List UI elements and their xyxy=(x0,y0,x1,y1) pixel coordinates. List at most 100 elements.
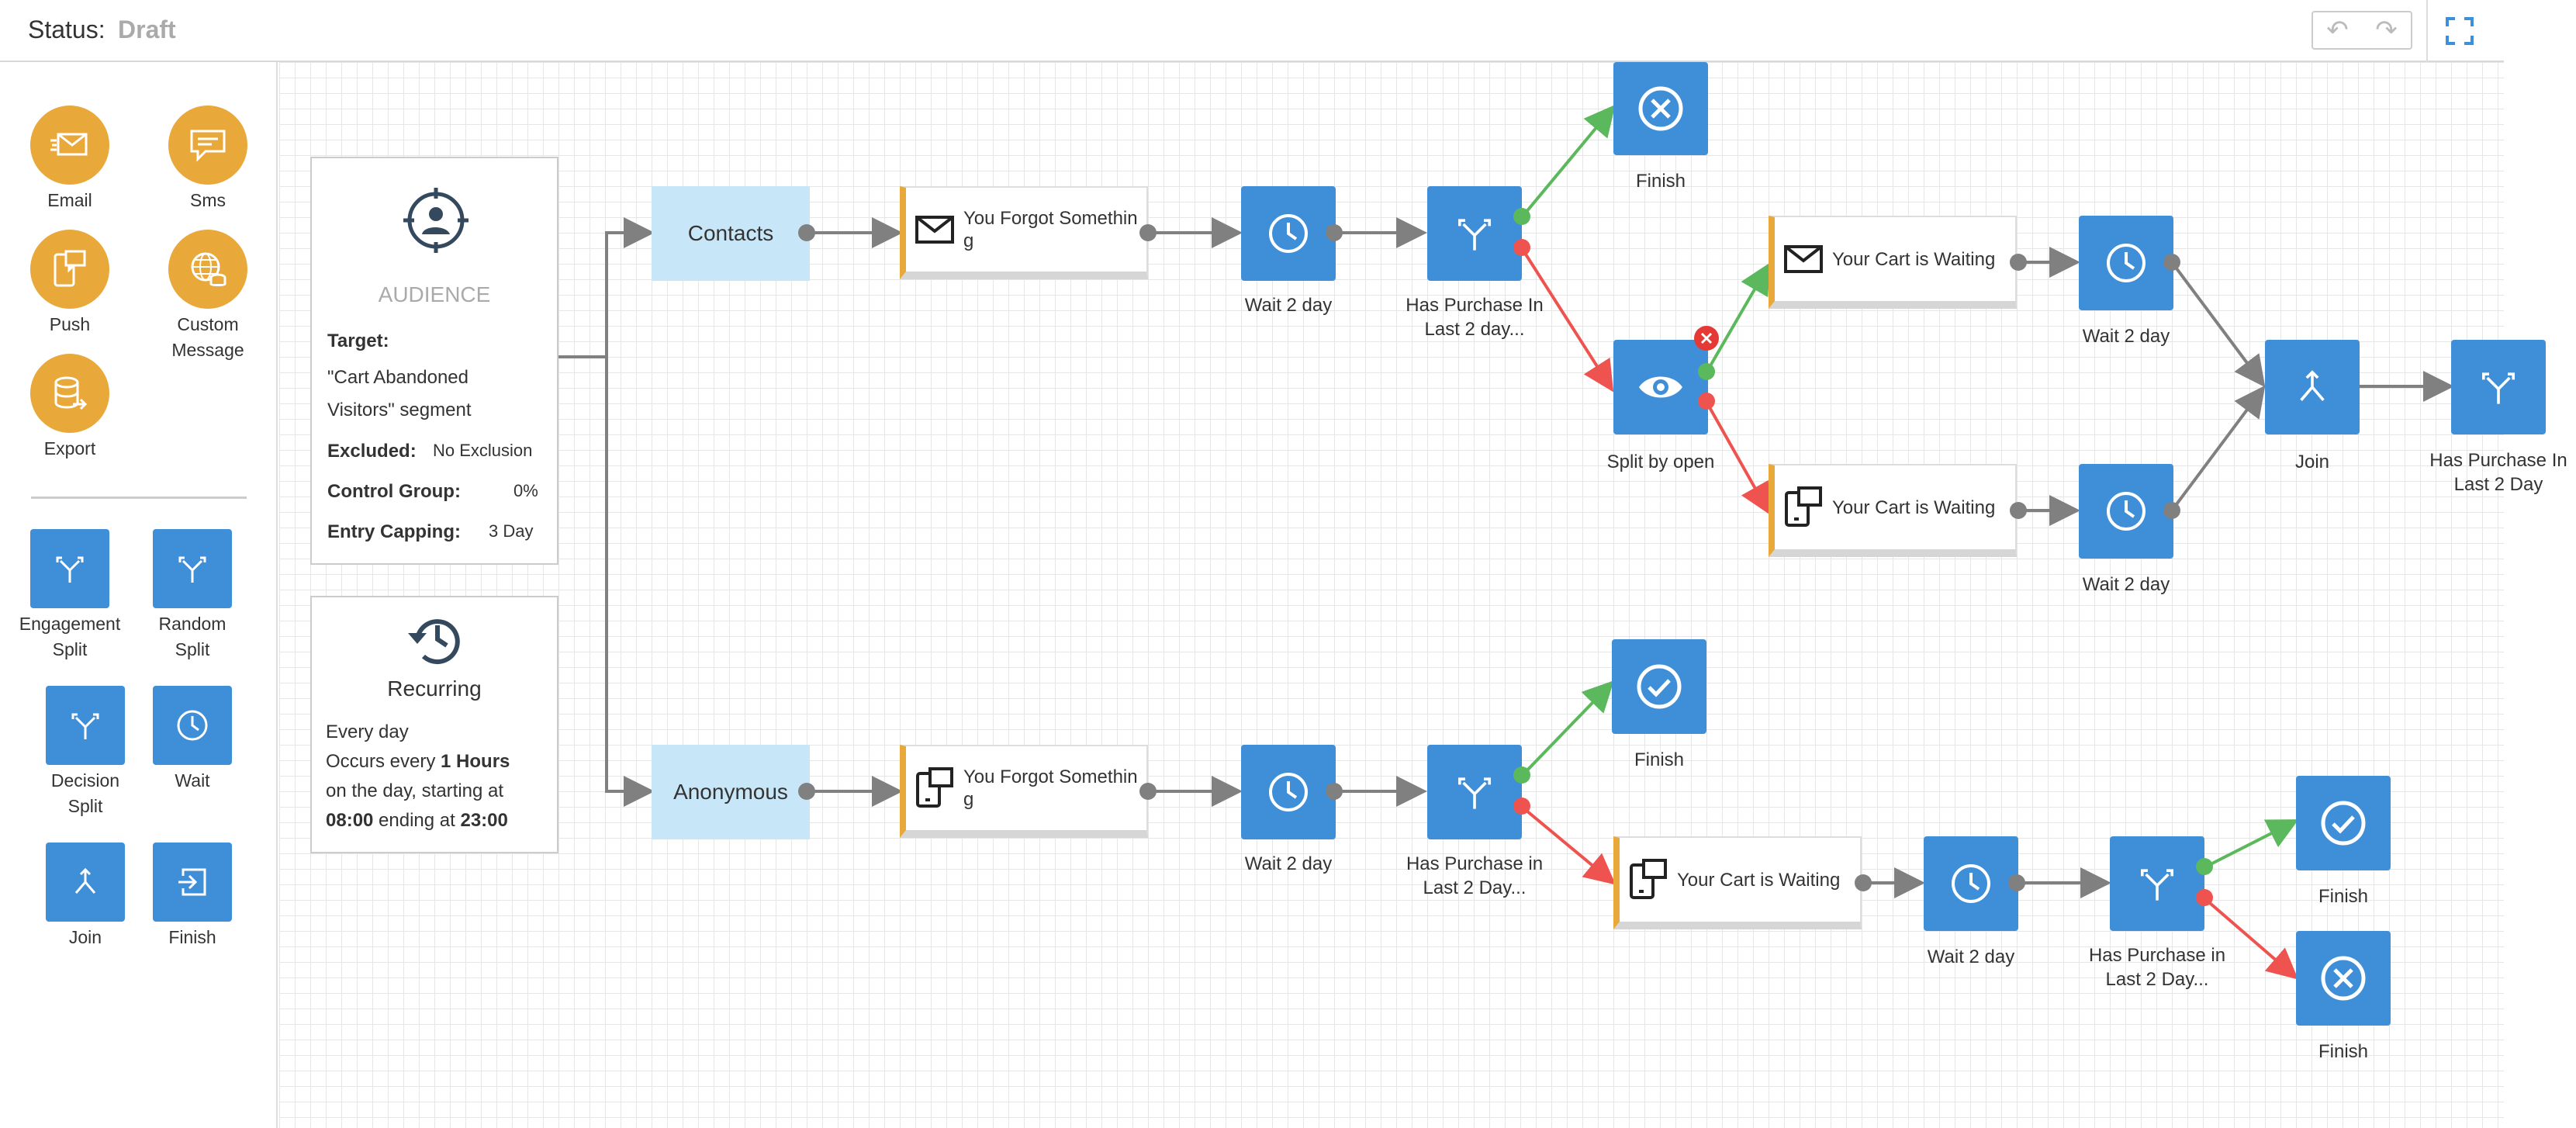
email-node-cart-waiting[interactable]: Your Cart is Waiting xyxy=(1769,216,2017,309)
undo-icon[interactable]: ↶ xyxy=(2326,16,2349,45)
audience-card[interactable]: AUDIENCE Target: "Cart Abandoned Visitor… xyxy=(310,157,558,565)
engagement-split-node[interactable] xyxy=(1613,340,1708,434)
email-node-title: You Forgot Something xyxy=(963,208,1138,251)
output-port[interactable] xyxy=(1139,783,1157,800)
decision-split-node[interactable] xyxy=(2110,836,2204,931)
audience-title: AUDIENCE xyxy=(378,282,491,306)
split-icon xyxy=(71,713,99,739)
join-icon xyxy=(74,867,96,894)
envelope-icon xyxy=(1784,245,1823,273)
target-value: "Cart Abandoned Visitors" segment xyxy=(327,367,472,420)
palette-decision-split[interactable]: Decision Split xyxy=(39,686,132,819)
recurring-title: Recurring xyxy=(387,676,482,701)
push-node-cart-waiting[interactable]: Your Cart is Waiting xyxy=(1769,464,2017,557)
palette-random-split[interactable]: Random Split xyxy=(146,529,239,663)
decision-split-node[interactable] xyxy=(1427,745,1522,839)
palette-divider xyxy=(31,497,247,499)
no-port[interactable] xyxy=(2196,889,2213,906)
clock-icon xyxy=(2107,244,2146,282)
push-node-you-forgot[interactable]: You Forgot Something xyxy=(900,745,1148,838)
split-icon xyxy=(56,556,84,583)
flow-canvas[interactable]: AUDIENCE Target: "Cart Abandoned Visitor… xyxy=(279,62,2567,1128)
recurring-card[interactable]: Recurring Every day Occurs every 1 Hours… xyxy=(310,596,558,853)
check-circle-icon xyxy=(1637,664,1682,709)
component-palette: Email Sms Push Custom Message Export Eng… xyxy=(0,62,278,1128)
recurring-start: 08:00 xyxy=(326,810,374,831)
target-label: Target: xyxy=(327,330,389,351)
split-icon xyxy=(2482,372,2515,404)
finish-node-exit[interactable] xyxy=(1613,62,1708,155)
recurring-interval: 1 Hours xyxy=(441,751,510,772)
redo-icon[interactable]: ↷ xyxy=(2375,16,2398,45)
palette-email[interactable]: Email xyxy=(23,106,116,213)
wait-node[interactable] xyxy=(1241,186,1336,281)
output-port[interactable] xyxy=(2163,254,2180,271)
join-node[interactable] xyxy=(2265,340,2360,434)
yes-port[interactable] xyxy=(2196,858,2213,875)
no-port[interactable] xyxy=(1513,798,1530,815)
no-port[interactable] xyxy=(1698,393,1715,410)
entry-capping-label: Entry Capping: xyxy=(327,521,461,542)
yes-port[interactable] xyxy=(1513,766,1530,784)
palette-engagement-label: Engagement Split xyxy=(19,614,121,659)
decision-split-node-partial[interactable] xyxy=(2451,340,2546,434)
push-node-cart-waiting-anon[interactable]: Your Cart is Waiting xyxy=(1613,836,1862,929)
palette-finish[interactable]: Finish xyxy=(146,843,239,950)
no-port[interactable] xyxy=(1513,239,1530,256)
delete-node-button[interactable] xyxy=(1694,326,1719,351)
output-port[interactable] xyxy=(798,224,815,241)
palette-export-label: Export xyxy=(43,438,96,458)
clock-icon xyxy=(177,710,208,741)
recurring-line3: on the day, starting at xyxy=(326,780,504,801)
entry-capping-value: 3 Day xyxy=(489,521,534,541)
yes-port[interactable] xyxy=(1698,363,1715,380)
output-port[interactable] xyxy=(2010,502,2027,519)
segment-contacts[interactable]: Contacts xyxy=(652,186,810,281)
yes-port[interactable] xyxy=(1513,208,1530,225)
finish-node-exit[interactable] xyxy=(2296,931,2391,1026)
decision-split-label-partial: Has Purchase In Last 2 Day xyxy=(2429,450,2567,495)
wait-node[interactable] xyxy=(1924,836,2018,931)
segment-anonymous[interactable]: Anonymous xyxy=(652,745,810,839)
exit-icon xyxy=(178,868,206,896)
output-port[interactable] xyxy=(2010,254,2027,271)
finish-node-label: Finish xyxy=(2318,1041,2369,1062)
palette-sms[interactable]: Sms xyxy=(161,106,254,213)
close-icon xyxy=(1700,332,1713,344)
split-icon xyxy=(178,556,206,583)
email-node-you-forgot[interactable]: You Forgot Something xyxy=(900,186,1148,279)
wait-node-label: Wait 2 day xyxy=(1244,295,1333,316)
split-icon xyxy=(1458,219,1491,251)
decision-split-node[interactable] xyxy=(1427,186,1522,281)
finish-node-success[interactable] xyxy=(1612,639,1706,734)
wait-node[interactable] xyxy=(2079,464,2173,559)
wait-node-label: Wait 2 day xyxy=(2082,326,2170,347)
sms-icon xyxy=(190,130,226,162)
output-port[interactable] xyxy=(2008,874,2025,891)
push-icon xyxy=(1785,486,1822,527)
wait-node[interactable] xyxy=(1241,745,1336,839)
output-port[interactable] xyxy=(1326,783,1343,800)
recurring-line2: Occurs every xyxy=(326,751,441,772)
x-circle-icon xyxy=(2321,956,2366,1001)
output-port[interactable] xyxy=(798,783,815,800)
wait-node[interactable] xyxy=(2079,216,2173,310)
output-port[interactable] xyxy=(2163,502,2180,519)
push-icon xyxy=(916,767,953,808)
finish-node-success[interactable] xyxy=(2296,776,2391,870)
status-label: Status: xyxy=(28,16,105,43)
output-port[interactable] xyxy=(1326,224,1343,241)
palette-custom-label: Custom Message xyxy=(171,314,244,360)
output-port[interactable] xyxy=(1855,874,1872,891)
fullscreen-button[interactable] xyxy=(2434,6,2485,56)
push-icon xyxy=(1630,859,1667,899)
palette-push[interactable]: Push xyxy=(23,230,116,337)
palette-export[interactable]: Export xyxy=(23,354,116,462)
palette-engagement-split[interactable]: Engagement Split xyxy=(8,529,132,663)
output-port[interactable] xyxy=(1139,224,1157,241)
palette-custom-message[interactable]: Custom Message xyxy=(154,230,262,363)
audience-icon xyxy=(403,188,469,257)
palette-wait[interactable]: Wait xyxy=(146,686,239,794)
clock-icon xyxy=(1269,773,1308,811)
palette-join[interactable]: Join xyxy=(39,843,132,950)
